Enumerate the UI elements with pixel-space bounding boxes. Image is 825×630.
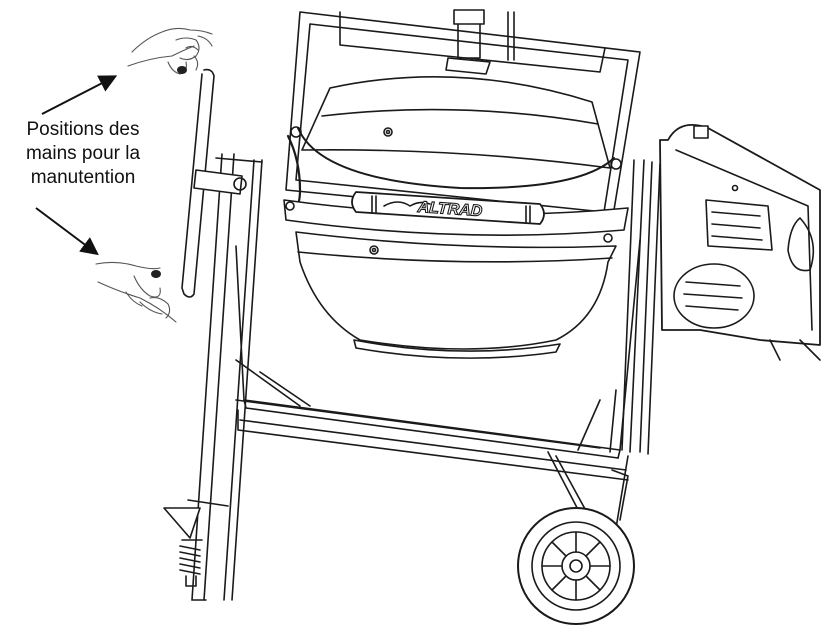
drum-lower [295, 231, 617, 359]
tilt-handle [181, 68, 247, 298]
pedal-spring [163, 507, 203, 587]
left-leg [187, 153, 263, 601]
hand-bottom-icon [95, 261, 177, 323]
brand-name: ALTRAD [416, 199, 483, 220]
caption-line: mains pour la [25, 143, 141, 164]
chassis [235, 239, 641, 481]
hand-top-icon [127, 27, 213, 75]
arrow-icon [41, 75, 118, 115]
caption-line: manutention [30, 167, 136, 188]
wheel [517, 507, 635, 625]
handling-caption: Positions des mains pour la manutention [8, 118, 158, 190]
filler-cap [445, 9, 515, 75]
engine-housing [659, 124, 821, 361]
arrow-icon [35, 207, 99, 256]
brand-badge [351, 191, 545, 225]
drum-upper [301, 76, 611, 169]
caption-line: Positions des [26, 119, 140, 140]
